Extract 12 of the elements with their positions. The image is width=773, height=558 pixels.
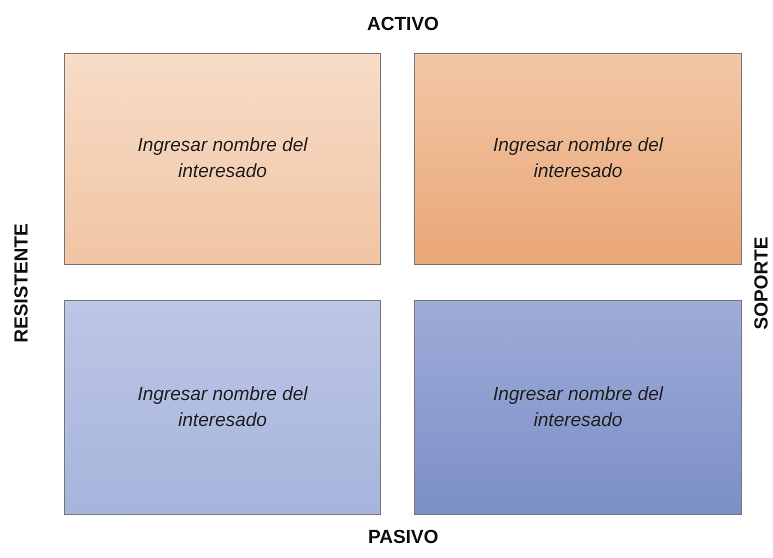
quadrant-label: Ingresar nombre del interesado bbox=[136, 382, 309, 432]
quadrant-label: Ingresar nombre del interesado bbox=[492, 134, 664, 184]
axis-label: PASIVO bbox=[368, 527, 438, 549]
quadrant-label: Ingresar nombre del interesado bbox=[136, 134, 309, 184]
axis-label: SOPORTE bbox=[750, 236, 773, 330]
quadrant-box bbox=[414, 53, 742, 265]
quadrant-box bbox=[414, 300, 742, 515]
quadrant-label: Ingresar nombre del interesado bbox=[492, 382, 664, 432]
axis-label: RESISTENTE bbox=[11, 223, 34, 343]
quadrant-box bbox=[64, 300, 381, 515]
axis-label: ACTIVO bbox=[367, 14, 439, 36]
quadrant-box bbox=[64, 53, 381, 265]
